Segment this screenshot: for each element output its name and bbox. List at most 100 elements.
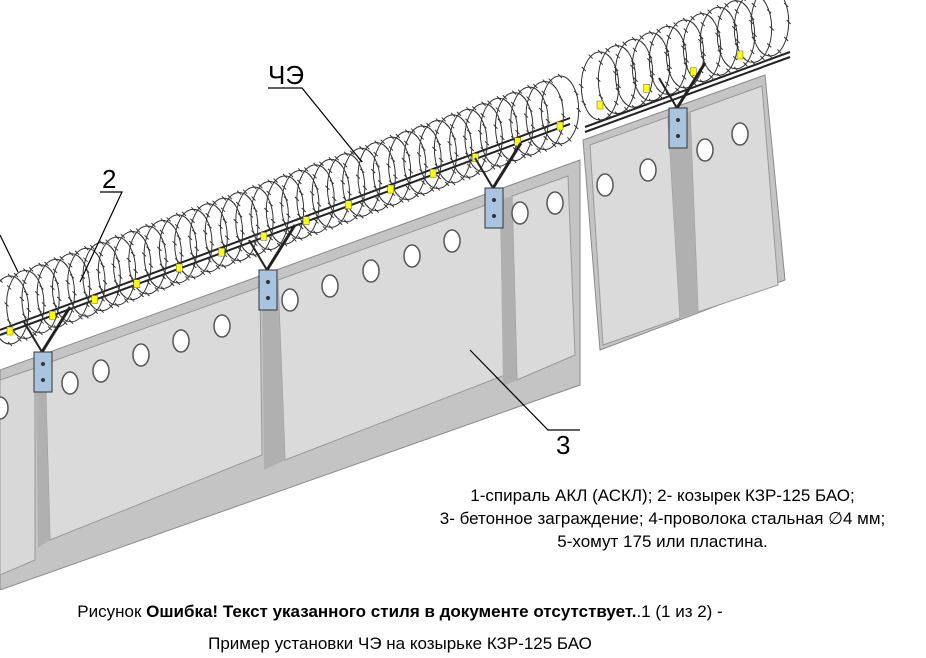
razor-barb xyxy=(154,287,160,292)
razor-barb xyxy=(139,233,144,239)
razor-barb xyxy=(190,218,195,224)
razor-barb xyxy=(281,219,287,224)
razor-barb xyxy=(410,187,416,192)
razor-barb xyxy=(673,81,679,86)
razor-barb xyxy=(161,240,167,246)
razor-barb xyxy=(258,242,263,248)
razor-barb xyxy=(313,162,318,168)
razor-barb xyxy=(343,151,349,157)
razor-barb xyxy=(495,107,501,113)
razor-barb xyxy=(734,9,740,14)
razor-barb xyxy=(612,70,618,76)
razor-barb xyxy=(657,35,663,40)
razor-barb xyxy=(16,337,22,342)
razor-barb xyxy=(460,117,465,122)
legend-line-2-post: 4 мм; xyxy=(842,509,886,528)
razor-barb xyxy=(146,246,151,251)
razor-barb xyxy=(294,196,300,202)
razor-barb xyxy=(337,220,343,226)
razor-barb xyxy=(541,124,547,130)
razor-barb xyxy=(343,219,349,225)
razor-barb xyxy=(297,179,302,185)
razor-barb xyxy=(465,174,471,180)
razor-barb xyxy=(220,207,226,213)
razor-barb xyxy=(298,190,304,196)
razor-barb xyxy=(605,106,611,112)
razor-barb xyxy=(639,93,645,99)
bracket-plate xyxy=(33,351,53,393)
razor-barb xyxy=(389,202,395,208)
razor-barb xyxy=(699,79,705,84)
razor-barb xyxy=(432,146,437,152)
razor-barb xyxy=(527,84,532,90)
razor-barb xyxy=(151,281,156,287)
razor-barb xyxy=(434,129,440,135)
razor-barb xyxy=(731,26,737,31)
razor-barb xyxy=(623,106,629,112)
razor-barb xyxy=(252,184,257,190)
razor-barb xyxy=(349,150,355,156)
razor-barb xyxy=(545,118,551,124)
razor-barb xyxy=(682,85,688,91)
razor-barb xyxy=(26,307,32,313)
razor-barb xyxy=(395,192,401,198)
razor-barb xyxy=(200,270,206,276)
spiral-marker xyxy=(260,232,268,241)
razor-barb xyxy=(484,140,490,146)
razor-barb xyxy=(205,212,211,218)
razor-barb xyxy=(319,161,324,167)
razor-barb xyxy=(163,257,169,263)
razor-barb xyxy=(13,331,19,337)
razor-barb xyxy=(144,235,149,240)
razor-barb xyxy=(410,128,416,133)
razor-barb xyxy=(558,130,564,135)
razor-barb xyxy=(62,261,68,267)
razor-barb xyxy=(639,35,645,40)
razor-barb xyxy=(349,209,355,215)
razor-barb xyxy=(270,218,276,224)
razor-barb xyxy=(139,292,144,298)
razor-barb xyxy=(368,209,374,215)
razor-barb xyxy=(451,135,457,140)
razor-barb xyxy=(23,290,29,296)
razor-barb xyxy=(783,36,789,42)
legend-line-2-pre: 3- бетонное заграждение; 4-проволока ста… xyxy=(439,509,829,528)
razor-barb xyxy=(37,273,42,279)
razor-barb xyxy=(151,222,156,228)
razor-barb xyxy=(359,202,365,208)
razor-barb xyxy=(340,179,346,185)
razor-barb xyxy=(329,179,335,185)
panel-hole xyxy=(132,343,150,367)
razor-barb xyxy=(221,195,227,201)
razor-barb xyxy=(561,113,566,118)
razor-barb xyxy=(543,101,548,107)
razor-barb xyxy=(224,235,230,241)
razor-barb xyxy=(207,223,212,229)
razor-barb xyxy=(588,54,594,59)
concrete-fence-panels-right xyxy=(582,74,786,351)
razor-barb xyxy=(227,253,233,259)
razor-barb xyxy=(629,64,635,70)
razor-barb xyxy=(148,263,154,268)
razor-barb xyxy=(297,168,303,173)
razor-barb xyxy=(115,291,121,297)
concrete-panel xyxy=(589,116,681,346)
razor-barb xyxy=(99,240,105,246)
razor-barb xyxy=(206,269,211,275)
razor-barb xyxy=(420,191,425,197)
razor-barb xyxy=(301,207,307,213)
razor-barb xyxy=(135,287,141,292)
razor-barb xyxy=(159,229,165,235)
razor-barb xyxy=(449,123,455,129)
razor-barb xyxy=(640,100,646,105)
razor-barb xyxy=(523,113,529,118)
razor-barb xyxy=(482,157,487,163)
razor-barb xyxy=(128,274,134,280)
razor-barb xyxy=(530,124,536,130)
razor-barb xyxy=(22,336,28,341)
diameter-symbol: ∅ xyxy=(828,509,843,528)
razor-barb xyxy=(220,241,226,247)
razor-barb xyxy=(632,47,638,53)
razor-barb xyxy=(673,22,679,27)
razor-barb xyxy=(605,47,611,53)
